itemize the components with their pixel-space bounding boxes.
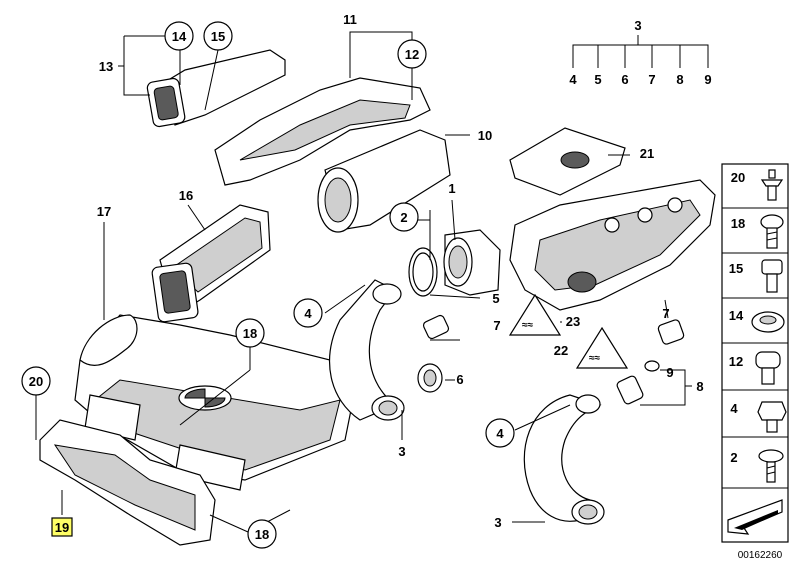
callout-6: 6 (456, 372, 463, 387)
callout-8: 8 (696, 379, 703, 394)
callout-highlight-19[interactable] (51, 517, 73, 537)
callout-circle-18b (247, 519, 277, 549)
grommet-icon (751, 311, 785, 333)
callout-4-left: 4 (304, 306, 312, 321)
callout-4-top: 4 (569, 72, 577, 87)
cover-plate (509, 127, 626, 196)
bolt-icon (761, 259, 783, 293)
intake-snorkel (151, 204, 271, 323)
callout-7-top: 7 (648, 72, 655, 87)
callout-11: 11 (343, 12, 357, 27)
svg-text:≈≈: ≈≈ (522, 320, 533, 331)
callout-16: 16 (179, 188, 193, 203)
callout-7-right: 7 (662, 306, 669, 321)
callout-4-right: 4 (496, 426, 504, 441)
callout-10: 10 (478, 128, 492, 143)
self-tapping-screw-icon (758, 449, 784, 483)
callout-20: 20 (29, 374, 43, 389)
legend-12: 12 (729, 354, 743, 369)
cylinder-head-cover (509, 179, 716, 311)
small-parts-left (417, 314, 450, 393)
callout-circle-2 (389, 202, 419, 232)
callout-circle-12 (397, 39, 427, 69)
legend-4: 4 (730, 401, 738, 416)
callout-circles (21, 21, 515, 549)
callout-9-top: 9 (704, 72, 711, 87)
callout-8-top: 8 (676, 72, 683, 87)
callout-circle-15 (203, 21, 233, 51)
callout-12: 12 (405, 47, 419, 62)
callout-circle-14 (164, 21, 194, 51)
intake-hose-left (329, 279, 405, 421)
callout-2: 2 (400, 210, 407, 225)
callout-5-top: 5 (594, 72, 601, 87)
air-filter-grille (39, 419, 216, 546)
screw-icon (760, 214, 784, 249)
callout-17: 17 (97, 204, 111, 219)
callout-3-top: 3 (634, 18, 641, 33)
callout-19[interactable]: 19 (55, 520, 69, 535)
pin-icon (760, 169, 784, 201)
callout-5: 5 (492, 291, 499, 306)
legend-14: 14 (729, 308, 744, 323)
warning-label-23: ≈≈ (508, 293, 562, 336)
callout-21: 21 (640, 146, 654, 161)
callout-labels: 11 12 13 14 15 10 16 17 18 18 19 20 1 2 … (29, 12, 712, 542)
small-parts-right (616, 319, 685, 405)
intake-hose-right (523, 394, 605, 525)
sleeve-icon (755, 351, 781, 385)
callout-3-right: 3 (494, 515, 501, 530)
callout-18-upper: 18 (243, 326, 257, 341)
legend-18: 18 (731, 216, 745, 231)
callout-13: 13 (99, 59, 113, 74)
air-filter-element (317, 129, 451, 233)
intake-duct-upper (146, 49, 431, 186)
callout-23: 23 (566, 314, 580, 329)
callout-22: 22 (554, 343, 568, 358)
callout-3-left: 3 (398, 444, 405, 459)
throttle-body (408, 229, 501, 297)
callout-15: 15 (211, 29, 225, 44)
fastener-legend: 20 18 15 14 12 4 2 (721, 163, 789, 543)
legend-15: 15 (729, 261, 743, 276)
legend-20: 20 (731, 170, 745, 185)
diagram-id: 00162260 (738, 550, 783, 561)
leader-lines (35, 31, 709, 533)
warning-label-22: ≈≈ (575, 326, 629, 369)
callout-1: 1 (448, 181, 455, 196)
callout-7-left: 7 (493, 318, 500, 333)
callout-9: 9 (666, 365, 673, 380)
svg-text:≈≈: ≈≈ (589, 353, 600, 364)
callout-14: 14 (172, 29, 187, 44)
legend-2: 2 (730, 450, 737, 465)
callout-circle-4b (485, 418, 515, 448)
callout-circle-20a (21, 366, 51, 396)
callout-18-lower: 18 (255, 527, 269, 542)
callout-circle-4a (293, 298, 323, 328)
reference-arrow-icon (727, 499, 783, 535)
callout-circle-18a (235, 318, 265, 348)
hex-bolt-icon (757, 401, 787, 433)
callout-6-top: 6 (621, 72, 628, 87)
